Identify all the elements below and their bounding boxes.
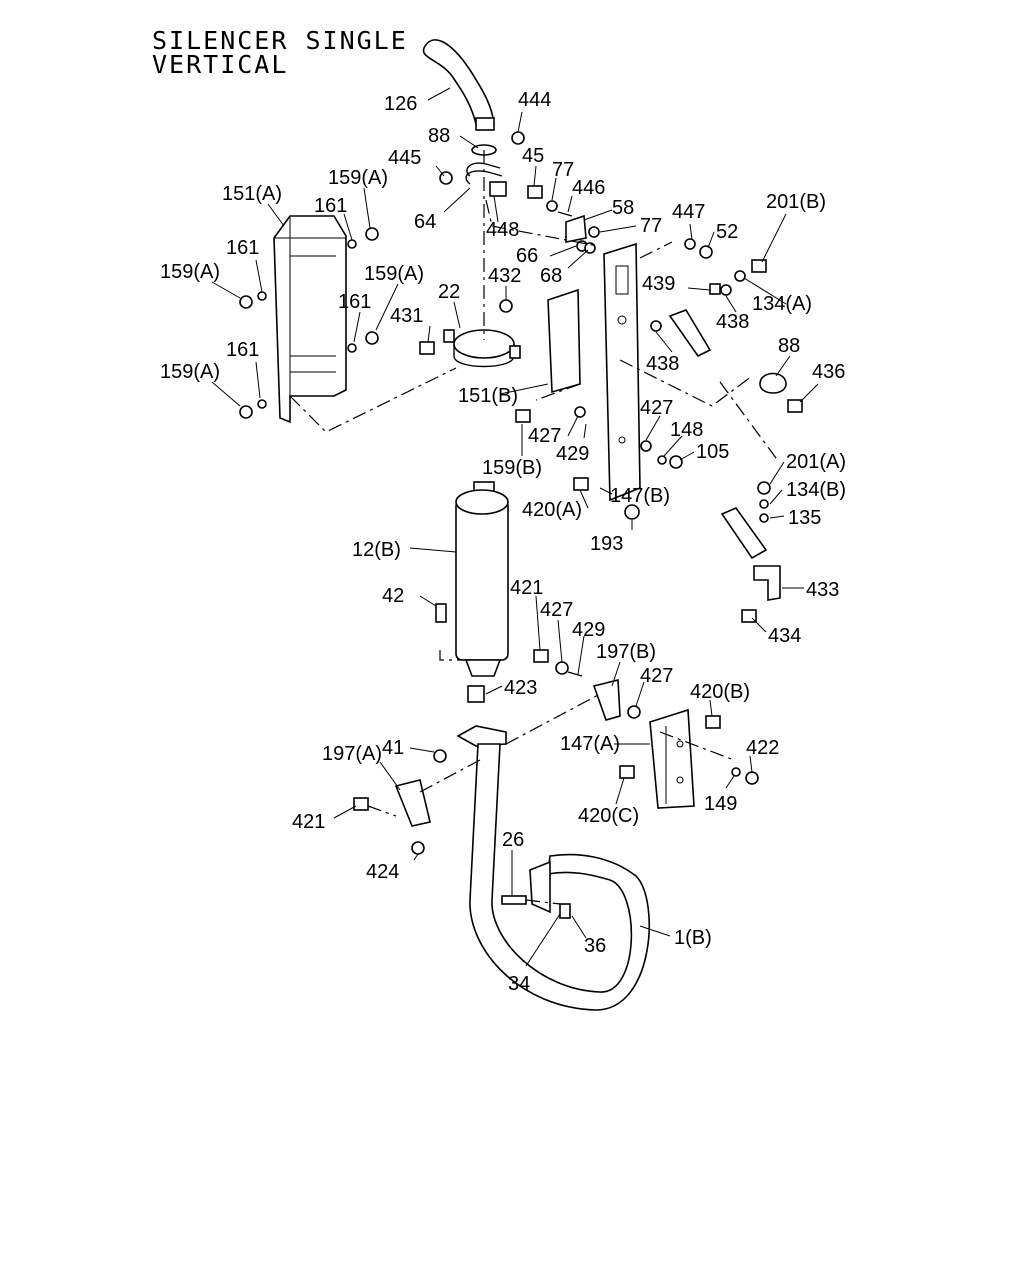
callout-421-mid: 421 xyxy=(510,577,543,599)
callout-427-upper-left: 427 xyxy=(528,425,561,447)
callout-427-lower: 427 xyxy=(640,665,673,687)
callout-45: 45 xyxy=(522,145,544,167)
callout-126: 126 xyxy=(384,93,417,115)
callout-77-top: 77 xyxy=(552,159,574,181)
callout-429-lower: 429 xyxy=(572,619,605,641)
callout-433: 433 xyxy=(806,579,839,601)
callout-159b: 159(B) xyxy=(482,457,542,479)
callout-42: 42 xyxy=(382,585,404,607)
callout-432: 432 xyxy=(488,265,521,287)
bracket-197a xyxy=(353,779,431,855)
callout-161-left-upper: 161 xyxy=(226,237,259,259)
callout-448: 448 xyxy=(486,219,519,241)
callout-423: 423 xyxy=(504,677,537,699)
callout-431: 431 xyxy=(390,305,423,327)
callout-159a-top: 159(A) xyxy=(328,167,388,189)
callout-444: 444 xyxy=(518,89,551,111)
callout-159a-left-upper: 159(A) xyxy=(160,261,220,283)
callout-26: 26 xyxy=(502,829,524,851)
callout-105: 105 xyxy=(696,441,729,463)
callout-148: 148 xyxy=(670,419,703,441)
hardware-cluster-mid xyxy=(533,649,759,785)
assembly-lines xyxy=(289,150,777,905)
callout-438-right: 438 xyxy=(716,311,749,333)
callout-427-mid: 427 xyxy=(540,599,573,621)
support-rod xyxy=(668,309,803,623)
tail-pipe-126 xyxy=(422,39,495,131)
callout-420b: 420(B) xyxy=(690,681,750,703)
callout-151a: 151(A) xyxy=(222,183,282,205)
bracket-147a xyxy=(619,708,695,809)
callout-151b: 151(B) xyxy=(458,385,518,407)
callout-193: 193 xyxy=(590,533,623,555)
callout-424: 424 xyxy=(366,861,399,883)
callout-161-right: 161 xyxy=(338,291,371,313)
callout-439: 439 xyxy=(642,273,675,295)
callout-434: 434 xyxy=(768,625,801,647)
callout-88-top: 88 xyxy=(428,125,450,147)
callout-134a: 134(A) xyxy=(752,293,812,315)
callout-201b: 201(B) xyxy=(766,191,826,213)
callout-197a: 197(A) xyxy=(322,743,382,765)
callout-446: 446 xyxy=(572,177,605,199)
callout-159a-right: 159(A) xyxy=(364,263,424,285)
callout-12b: 12(B) xyxy=(352,539,401,561)
callout-422: 422 xyxy=(746,737,779,759)
callout-159a-left-lower: 159(A) xyxy=(160,361,220,383)
callout-147a: 147(A) xyxy=(560,733,620,755)
callout-58: 58 xyxy=(612,197,634,219)
diagram-title-line-2: VERTICAL xyxy=(152,50,289,79)
callout-labels: 126 444 88 445 45 77 446 64 448 58 77 44… xyxy=(160,89,846,995)
callout-429-upper: 429 xyxy=(556,443,589,465)
callout-427-upper-right: 427 xyxy=(640,397,673,419)
callout-34: 34 xyxy=(508,973,530,995)
callout-421-lower: 421 xyxy=(292,811,325,833)
bracket-147b xyxy=(515,242,732,520)
callout-36: 36 xyxy=(584,935,606,957)
callout-88-right: 88 xyxy=(778,335,800,357)
callout-52: 52 xyxy=(716,221,738,243)
heat-guard-151a xyxy=(239,215,379,424)
callout-447: 447 xyxy=(672,201,705,223)
callout-22: 22 xyxy=(438,281,460,303)
callout-438-mid: 438 xyxy=(646,353,679,375)
u-bolt-clamp xyxy=(439,131,525,197)
callout-64: 64 xyxy=(414,211,436,233)
callout-201a: 201(A) xyxy=(786,451,846,473)
callout-66: 66 xyxy=(516,245,538,267)
callout-161-left-lower: 161 xyxy=(226,339,259,361)
callout-420c: 420(C) xyxy=(578,805,639,827)
callout-68: 68 xyxy=(540,265,562,287)
clamp-band-22 xyxy=(419,299,521,368)
inlet-pipe-1b xyxy=(469,743,650,1011)
callout-1b: 1(B) xyxy=(674,927,712,949)
muffler-12b xyxy=(433,481,509,763)
callout-420a: 420(A) xyxy=(522,499,582,521)
callout-445: 445 xyxy=(388,147,421,169)
callout-197b: 197(B) xyxy=(596,641,656,663)
callout-147b: 147(B) xyxy=(610,485,670,507)
callout-134b: 134(B) xyxy=(786,479,846,501)
callout-77-mid: 77 xyxy=(640,215,662,237)
callout-149: 149 xyxy=(704,793,737,815)
diagram-title-line-1: SILENCER SINGLE xyxy=(152,26,408,55)
leader-lines xyxy=(211,87,819,967)
callout-161-top: 161 xyxy=(314,195,347,217)
callout-436: 436 xyxy=(812,361,845,383)
callout-41: 41 xyxy=(382,737,404,759)
callout-135: 135 xyxy=(788,507,821,529)
